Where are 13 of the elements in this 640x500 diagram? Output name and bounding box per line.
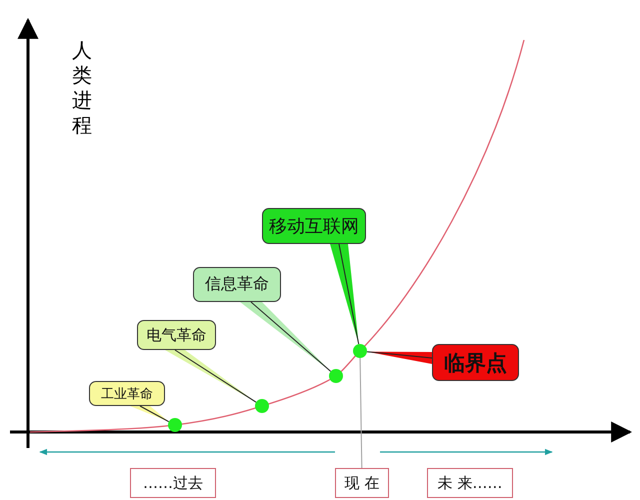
time-label: 未 来…… xyxy=(427,468,513,498)
point-dot xyxy=(255,399,269,413)
point-dot xyxy=(168,418,182,432)
callout-bubble: 临界点 xyxy=(432,344,519,381)
callout-bubble: 移动互联网 xyxy=(262,208,366,244)
point-dot xyxy=(329,369,343,383)
axis-label: 人类进程 xyxy=(72,38,93,138)
callout-bubble: 信息革命 xyxy=(193,267,281,302)
point-dot xyxy=(353,344,367,358)
time-label: 现 在 xyxy=(335,468,389,498)
leader-line xyxy=(360,358,362,468)
time-label: ……过去 xyxy=(130,468,216,498)
callout-bubble: 电气革命 xyxy=(137,320,216,350)
